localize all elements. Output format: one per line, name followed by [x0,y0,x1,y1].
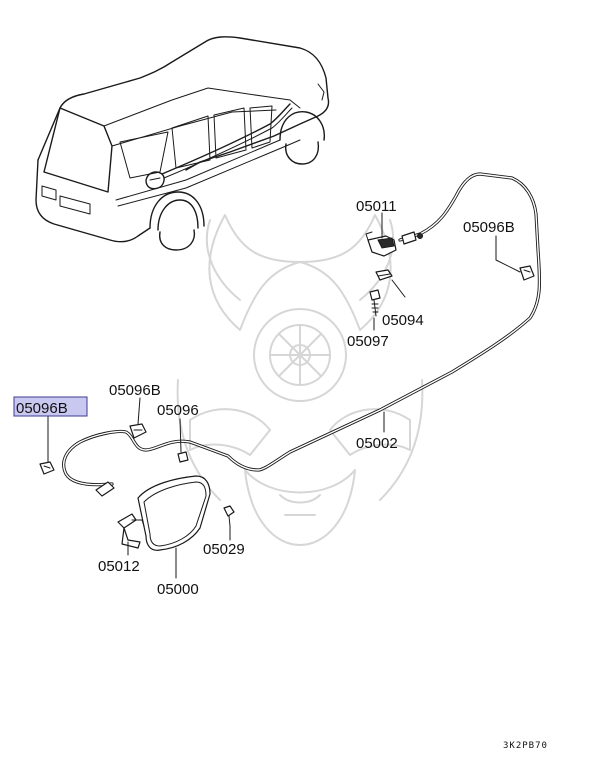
part-05097-screw [369,289,381,317]
callout-05011[interactable]: 05011 [356,198,397,215]
vehicle-illustration [35,36,330,251]
callout-05002[interactable]: 05002 [356,435,398,452]
drawing-code: 3K2PB70 [503,741,548,751]
callout-05096B-mid[interactable]: 05096B [109,382,161,399]
callout-05097[interactable]: 05097 [347,333,389,350]
callout-05029[interactable]: 05029 [203,541,245,558]
callout-labels: 05096B 05096B 05096B 05096 05011 05094 0… [16,198,515,598]
callout-05096B-left[interactable]: 05096B [16,400,68,417]
callout-highlight-box [13,396,88,417]
callout-05096[interactable]: 05096 [157,402,199,419]
leader-lines [47,212,521,579]
callout-05012[interactable]: 05012 [98,558,140,575]
part-05096B-mid-clip [129,423,147,439]
part-05000-fuel-lid [137,475,211,551]
release-cable [62,172,542,497]
callout-05094[interactable]: 05094 [382,312,424,329]
part-05029-bumper [223,505,235,527]
callout-05096B-right[interactable]: 05096B [463,219,515,236]
part-05096B-right-clip [519,265,535,281]
part-05096B-left-clip [39,461,55,475]
part-05094-clip [375,269,393,281]
callout-05000[interactable]: 05000 [157,581,199,598]
part-05011-lever [365,231,397,257]
part-05012-hinge [117,513,145,549]
part-05096-clip [177,451,189,463]
watermark-emblem [176,214,424,546]
